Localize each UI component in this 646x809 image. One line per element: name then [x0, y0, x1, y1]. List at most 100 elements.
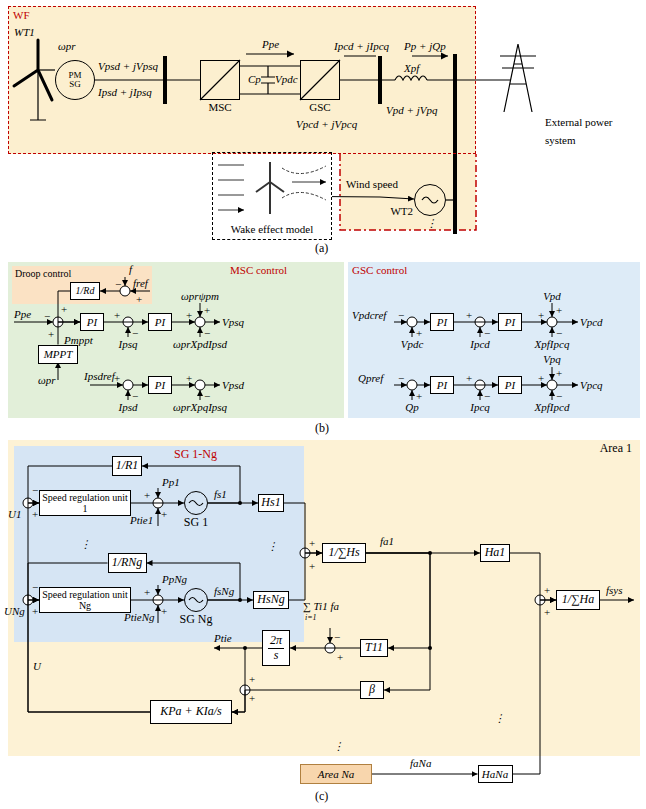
signal-label: XpfIpcq — [535, 338, 570, 350]
block-box: KPa + KIa/s — [150, 700, 232, 724]
sign-label: + — [466, 309, 472, 321]
node-title: WT2 — [390, 205, 413, 218]
block-box: Hs1 — [258, 494, 284, 512]
block-box: 1/∑Ha — [556, 590, 600, 610]
node-text: s — [274, 649, 279, 663]
signal-label: fsys — [606, 584, 623, 596]
block-box: PI — [430, 376, 454, 394]
signal-label: Ipsd — [119, 401, 138, 413]
signal-label: Ipcd + jIpcq — [334, 40, 389, 52]
sign-label: + — [544, 584, 550, 596]
node-text: MPPT — [44, 348, 73, 361]
sign-label: − — [484, 327, 490, 339]
power-circuit — [14, 40, 536, 603]
signal-connector — [513, 600, 557, 774]
node-text: HaNa — [482, 768, 508, 781]
signal-connector — [454, 385, 498, 386]
signal-connector — [147, 563, 241, 600]
signal-label: Qp — [405, 401, 418, 413]
sign-label: + — [186, 309, 192, 321]
signal-label: U1 — [8, 508, 21, 520]
signal-label: Vpd — [543, 290, 561, 302]
machine-circle: PM SG — [55, 60, 95, 100]
sign-label: − — [132, 327, 138, 339]
node-text: KPa + KIa/s — [160, 705, 221, 719]
sign-label: + — [186, 372, 192, 384]
sign-label: + — [32, 508, 38, 520]
sign-label: + — [556, 367, 562, 379]
node-text: 1/Rd — [76, 285, 95, 297]
node-text: 1/RNg — [112, 556, 143, 570]
sign-label: − — [204, 327, 210, 339]
node-text: Ha1 — [485, 546, 506, 560]
sign-label: + — [538, 372, 544, 384]
signal-connector — [332, 197, 414, 199]
sign-label: + — [309, 537, 315, 549]
signal-label: ωpr — [38, 374, 56, 386]
signal-label: fs1 — [214, 488, 227, 500]
sign-label: + — [538, 309, 544, 321]
node-text: PI — [437, 316, 447, 329]
block-box: HaNa — [478, 765, 513, 783]
signal-label: Vpdc — [401, 338, 424, 350]
node-text: PI — [155, 316, 165, 329]
signal-label: Vpcq — [580, 379, 603, 391]
converter-box: MSC — [200, 60, 240, 100]
sign-label: + — [556, 304, 562, 316]
signal-label: PtieNg — [124, 611, 155, 623]
node-text: Area Na — [318, 768, 355, 781]
sign-label: + — [416, 327, 422, 339]
node-text: PI — [87, 316, 97, 329]
sign-label: + — [161, 508, 167, 520]
block-box: PI — [148, 376, 172, 394]
sign-label: + — [114, 309, 120, 321]
signal-label: Vpdcref — [352, 309, 386, 321]
control-wires — [14, 277, 634, 648]
sign-label: + — [416, 390, 422, 402]
sign-label: + — [136, 293, 142, 305]
block-box: Speed regulation unit Ng — [39, 587, 131, 613]
machine-circle: SG 1 — [184, 491, 208, 515]
signal-label: ⋮ — [426, 217, 437, 229]
grid-label-box: External power system — [545, 112, 640, 158]
sign-label: + — [144, 489, 150, 501]
node-title: SG Ng — [179, 613, 212, 627]
signal-label: Vpsq — [222, 316, 244, 328]
block-box: 1/Rd — [70, 282, 100, 300]
block-box: Area Na — [300, 764, 372, 784]
node-title: GSC — [309, 101, 330, 114]
signal-connector — [372, 774, 478, 775]
signal-label: Vpcd — [580, 316, 603, 328]
node-text: 2π — [268, 634, 284, 649]
block-box: 2πs — [262, 630, 290, 666]
sign-label: + — [544, 606, 550, 618]
signal-label: f — [129, 263, 132, 275]
block-box: β — [360, 681, 384, 699]
signal-label: Vpdc — [275, 73, 298, 85]
block-box: Ha1 — [480, 544, 510, 562]
signal-label: Ipcd — [470, 338, 490, 350]
summing-junctions — [23, 286, 557, 695]
node-text: HsNg — [257, 593, 284, 607]
signal-label: Vpsd + jVpsq — [98, 60, 158, 72]
signal-label: ⋮ — [267, 540, 278, 552]
block-box: 1/RNg — [108, 553, 147, 573]
sign-label: + — [161, 605, 167, 617]
node-title: Droop control — [15, 268, 71, 280]
signal-label: Ipsdref — [84, 370, 115, 382]
sign-label: − — [44, 310, 50, 322]
signal-label: fref — [133, 277, 148, 289]
node-title: MSC — [208, 101, 231, 114]
signal-label: ∑ Ti1 fa — [303, 600, 339, 612]
block-box: HsNg — [253, 591, 289, 609]
signal-label: ωprψpm — [181, 290, 219, 302]
signal-label: Ppe — [262, 38, 279, 50]
node-title: GSC control — [352, 264, 407, 277]
sign-label: − — [32, 581, 38, 593]
signal-label: Vpcd + jVpcq — [296, 118, 357, 130]
region-panel: WFPM SGMSCGSCWT2 — [8, 6, 476, 154]
signal-label: Ptie — [214, 632, 232, 644]
signal-label: Xpf — [404, 62, 419, 74]
converter-box: GSC — [300, 60, 340, 100]
sign-label: + — [309, 560, 315, 572]
